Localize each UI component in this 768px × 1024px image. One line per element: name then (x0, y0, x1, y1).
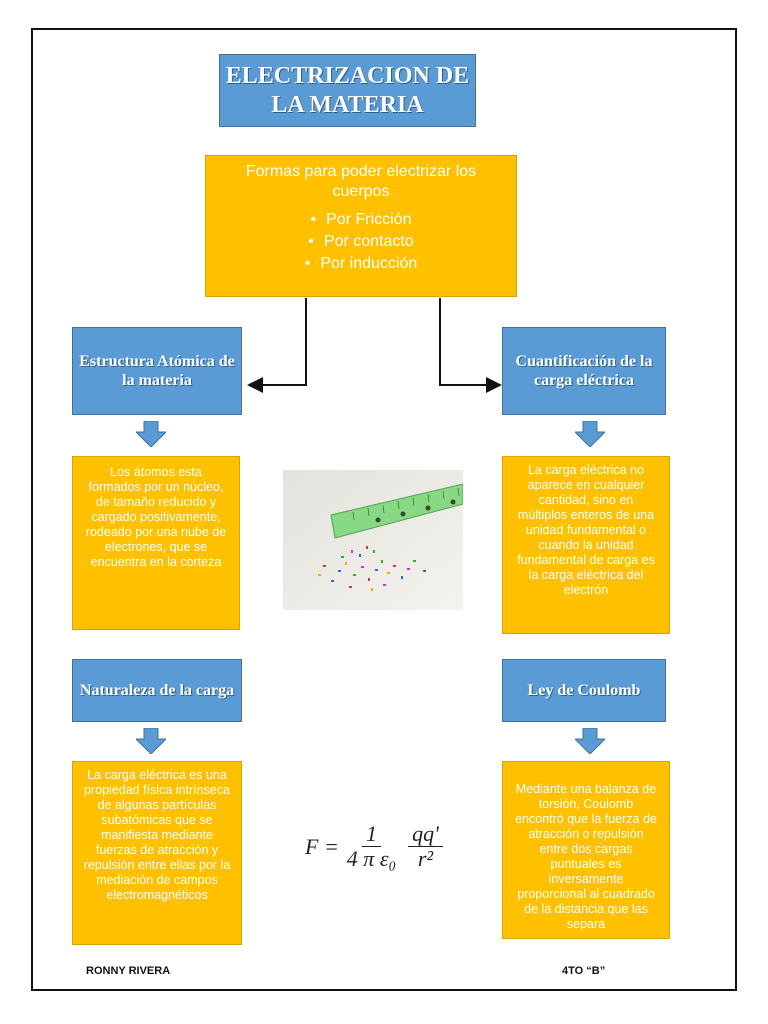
formula-num2: qq' (408, 822, 443, 847)
connector-right (439, 298, 502, 393)
formas-item: Por Fricción (222, 210, 500, 230)
down-arrow-icon (136, 421, 166, 447)
formula-num1: 1 (361, 822, 381, 847)
connector-left (247, 298, 307, 393)
main-title: ELECTRIZACION DE LA MATERIA (219, 54, 476, 127)
down-arrow-icon (136, 728, 166, 754)
formas-list: Por Fricción Por contacto Por inducción (222, 210, 500, 274)
footer-group: 4TO “B” (562, 965, 606, 977)
cuantificacion-text: La carga eléctrica no aparece en cualqui… (502, 456, 670, 634)
formas-heading: Formas para poder electrizar los cuerpos (245, 163, 477, 200)
formula-den2: r² (417, 846, 434, 871)
formula-fraction-1: 1 4 π ε₀ (343, 822, 400, 871)
coulomb-text: Mediante una balanza de torsión, Coulomb… (502, 761, 670, 939)
estructura-heading: Estructura Atómica de la materia (72, 327, 242, 415)
footer-author: RONNY RIVERA (86, 965, 171, 977)
down-arrow-icon (575, 728, 605, 754)
down-arrow-icon (575, 421, 605, 447)
naturaleza-text: La carga eléctrica es una propiedad físi… (72, 761, 242, 945)
coulomb-formula: F = 1 4 π ε₀ qq' r² (305, 822, 447, 871)
formula-lhs: F = (305, 833, 339, 859)
ruler-paper-photo (283, 470, 463, 610)
formas-item: Por contacto (222, 232, 500, 252)
naturaleza-heading: Naturaleza de la carga (72, 659, 242, 722)
formas-box: Formas para poder electrizar los cuerpos… (205, 155, 517, 297)
formula-fraction-2: qq' r² (408, 822, 443, 871)
cuantificacion-heading: Cuantificación de la carga eléctrica (502, 327, 666, 415)
formas-item: Por inducción (222, 254, 500, 274)
coulomb-heading: Ley de Coulomb (502, 659, 666, 722)
formula-den1: 4 π ε₀ (346, 846, 397, 871)
page-frame (31, 28, 737, 991)
estructura-text: Los átomos esta formados por un núcleo, … (72, 456, 240, 630)
